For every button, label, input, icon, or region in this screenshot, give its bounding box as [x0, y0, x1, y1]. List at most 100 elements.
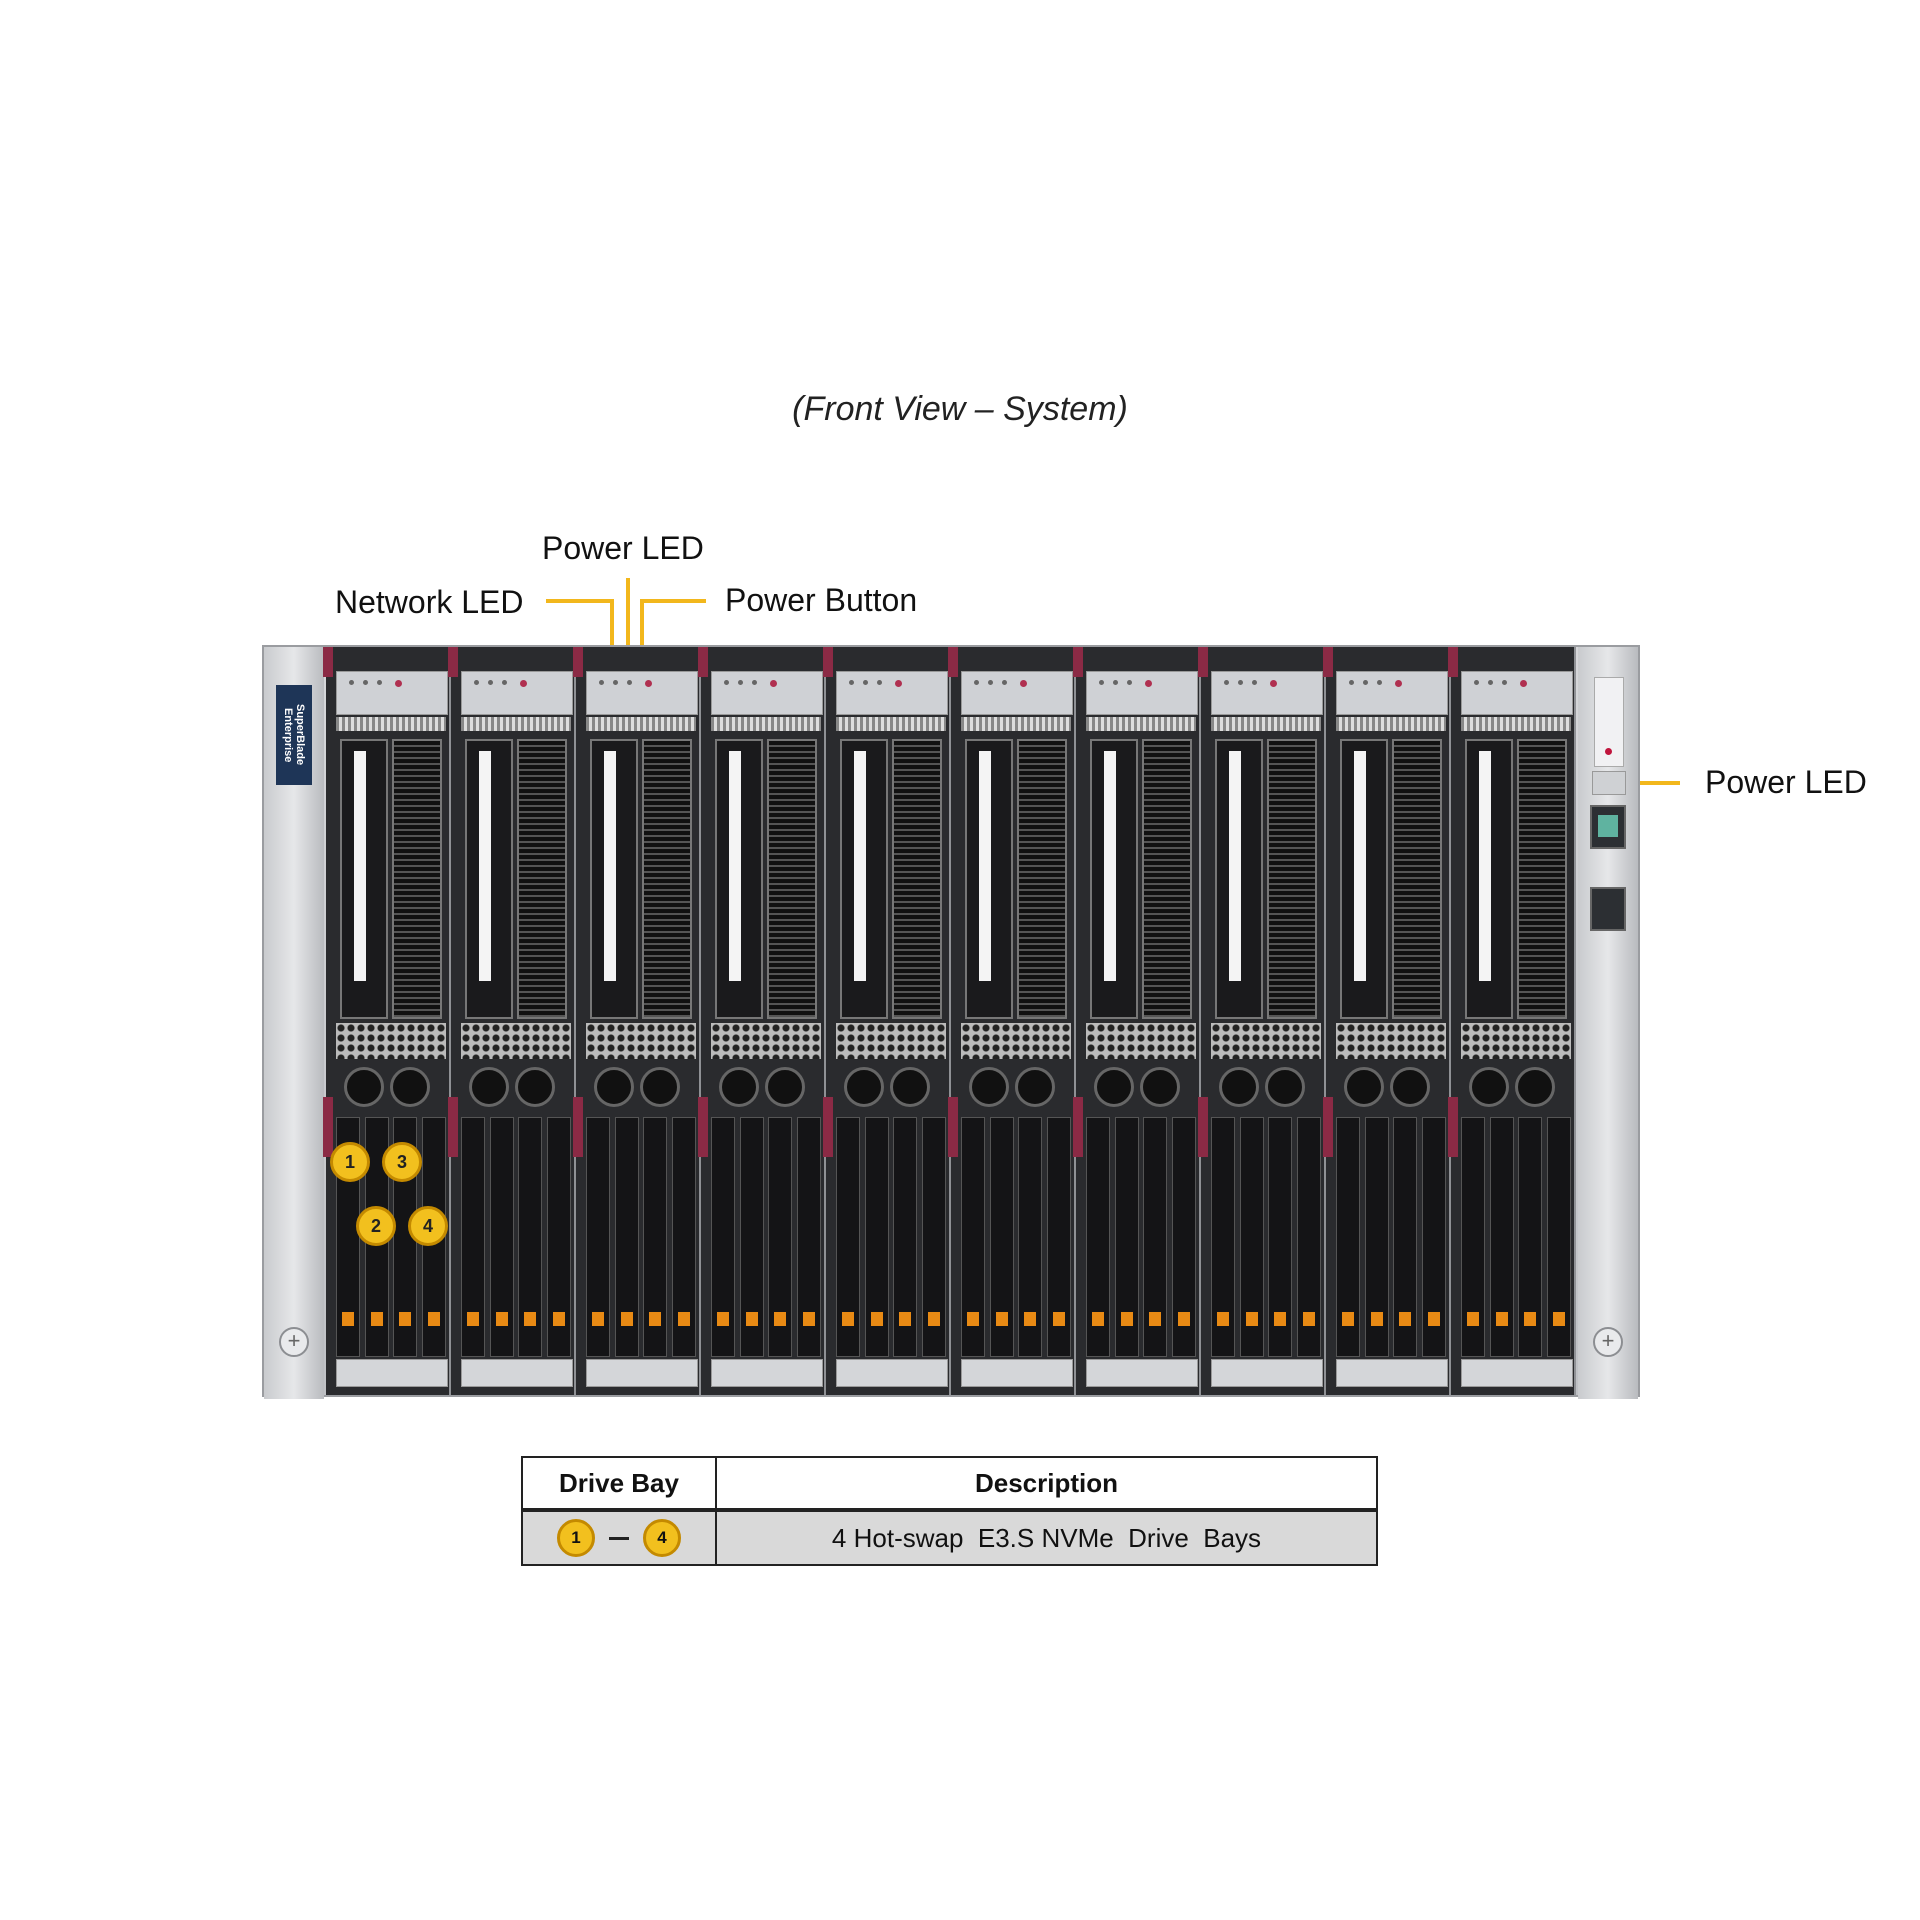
blade-release-latch[interactable]	[1073, 1097, 1083, 1157]
front-port-icon[interactable]	[1094, 1067, 1134, 1107]
front-port-icon[interactable]	[890, 1067, 930, 1107]
blade-node[interactable]	[823, 647, 951, 1395]
blade-handle[interactable]	[948, 647, 958, 677]
blade-release-latch[interactable]	[1323, 1097, 1333, 1157]
drive-bay[interactable]	[586, 1117, 610, 1357]
front-port-icon[interactable]	[469, 1067, 509, 1107]
blade-handle[interactable]	[573, 647, 583, 677]
blade-node[interactable]	[698, 647, 826, 1395]
blade-node[interactable]	[948, 647, 1076, 1395]
drive-bay[interactable]	[1364, 1117, 1389, 1357]
blade-node[interactable]	[1323, 647, 1451, 1395]
drive-bay[interactable]	[864, 1117, 889, 1357]
drive-bay[interactable]	[1268, 1117, 1293, 1357]
power-button-icon[interactable]	[1145, 680, 1152, 687]
front-port-icon[interactable]	[1390, 1067, 1430, 1107]
front-port-icon[interactable]	[1140, 1067, 1180, 1107]
drive-bay[interactable]	[1086, 1117, 1110, 1357]
drive-bay[interactable]	[1211, 1117, 1235, 1357]
blade-release-latch[interactable]	[948, 1097, 958, 1157]
drive-bay[interactable]	[961, 1117, 985, 1357]
drive-bay[interactable]	[1546, 1117, 1571, 1357]
drive-bay[interactable]	[989, 1117, 1014, 1357]
drive-bay[interactable]	[836, 1117, 860, 1357]
drive-bay[interactable]	[921, 1117, 946, 1357]
drive-bay[interactable]	[546, 1117, 571, 1357]
blade-release-latch[interactable]	[698, 1097, 708, 1157]
power-button-icon[interactable]	[520, 680, 527, 687]
blade-handle[interactable]	[1073, 647, 1083, 677]
blade-release-latch[interactable]	[448, 1097, 458, 1157]
drive-bay[interactable]	[1018, 1117, 1043, 1357]
drive-bay[interactable]	[893, 1117, 918, 1357]
left-thumbscrew-icon[interactable]	[279, 1327, 309, 1357]
front-port-icon[interactable]	[1469, 1067, 1509, 1107]
drive-bay[interactable]	[1489, 1117, 1514, 1357]
drive-bay[interactable]	[461, 1117, 485, 1357]
drive-bay[interactable]	[1336, 1117, 1360, 1357]
front-port-icon[interactable]	[1265, 1067, 1305, 1107]
power-button-icon[interactable]	[1270, 680, 1277, 687]
power-button-icon[interactable]	[1520, 680, 1527, 687]
blade-release-latch[interactable]	[323, 1097, 333, 1157]
blade-release-latch[interactable]	[573, 1097, 583, 1157]
blade-release-latch[interactable]	[1198, 1097, 1208, 1157]
drive-bay[interactable]	[1171, 1117, 1196, 1357]
blade-node[interactable]	[1448, 647, 1576, 1395]
front-port-icon[interactable]	[765, 1067, 805, 1107]
drive-bay[interactable]	[1518, 1117, 1543, 1357]
blade-handle[interactable]	[1198, 647, 1208, 677]
drive-bay[interactable]	[768, 1117, 793, 1357]
blade-node[interactable]	[1073, 647, 1201, 1395]
drive-bay[interactable]	[1421, 1117, 1446, 1357]
drive-bay[interactable]	[614, 1117, 639, 1357]
drive-bay[interactable]	[643, 1117, 668, 1357]
blade-node[interactable]	[448, 647, 576, 1395]
front-port-icon[interactable]	[390, 1067, 430, 1107]
front-port-icon[interactable]	[1219, 1067, 1259, 1107]
blade-handle[interactable]	[698, 647, 708, 677]
front-port-icon[interactable]	[640, 1067, 680, 1107]
blade-handle[interactable]	[1323, 647, 1333, 677]
power-button-icon[interactable]	[395, 680, 402, 687]
front-port-icon[interactable]	[515, 1067, 555, 1107]
drive-bay[interactable]	[1114, 1117, 1139, 1357]
power-button-icon[interactable]	[895, 680, 902, 687]
blade-handle[interactable]	[823, 647, 833, 677]
power-button-icon[interactable]	[770, 680, 777, 687]
drive-bay[interactable]	[1046, 1117, 1071, 1357]
right-thumbscrew-icon[interactable]	[1593, 1327, 1623, 1357]
drive-bay[interactable]	[1461, 1117, 1485, 1357]
front-port-icon[interactable]	[1515, 1067, 1555, 1107]
drive-bay[interactable]	[1296, 1117, 1321, 1357]
power-button-icon[interactable]	[1020, 680, 1027, 687]
front-port-icon[interactable]	[344, 1067, 384, 1107]
power-button-icon[interactable]	[645, 680, 652, 687]
blade-release-latch[interactable]	[1448, 1097, 1458, 1157]
drive-bay[interactable]	[1393, 1117, 1418, 1357]
drive-bay[interactable]	[796, 1117, 821, 1357]
front-port-icon[interactable]	[1344, 1067, 1384, 1107]
blade-release-latch[interactable]	[823, 1097, 833, 1157]
front-port-icon[interactable]	[1015, 1067, 1055, 1107]
front-port-icon[interactable]	[844, 1067, 884, 1107]
drive-bay[interactable]	[1239, 1117, 1264, 1357]
front-port-icon[interactable]	[594, 1067, 634, 1107]
cmm-network-port-icon[interactable]	[1590, 805, 1626, 849]
blade-node[interactable]	[1198, 647, 1326, 1395]
front-port-icon[interactable]	[969, 1067, 1009, 1107]
front-port-icon[interactable]	[719, 1067, 759, 1107]
drive-bay[interactable]	[1143, 1117, 1168, 1357]
blade-handle[interactable]	[1448, 647, 1458, 677]
drive-bay[interactable]	[489, 1117, 514, 1357]
drive-bay[interactable]	[518, 1117, 543, 1357]
blade-handle[interactable]	[323, 647, 333, 677]
blade-node[interactable]	[573, 647, 701, 1395]
blade-handle[interactable]	[448, 647, 458, 677]
drive-bay[interactable]	[671, 1117, 696, 1357]
cmm-management-port-icon[interactable]	[1590, 887, 1626, 931]
drive-bay[interactable]	[739, 1117, 764, 1357]
power-button-icon[interactable]	[1395, 680, 1402, 687]
drive-bay[interactable]	[711, 1117, 735, 1357]
blade-node[interactable]	[323, 647, 451, 1395]
